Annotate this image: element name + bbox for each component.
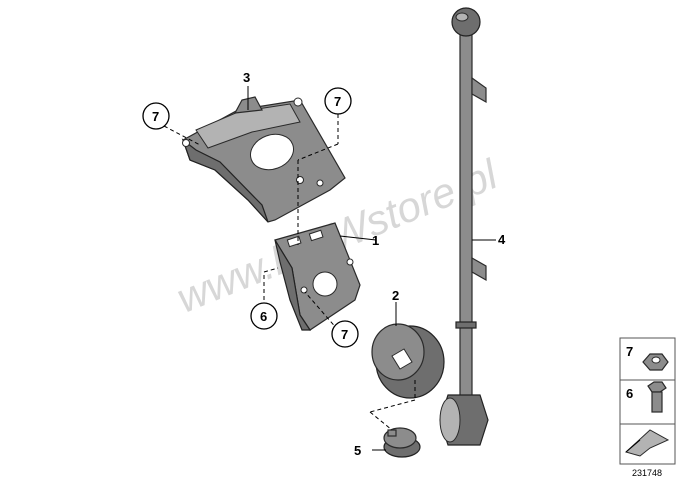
part-4-rod[interactable]	[439, 7, 489, 446]
reference-code: 231748	[632, 468, 662, 478]
svg-text:1: 1	[372, 233, 379, 248]
callout-2: 2	[392, 288, 399, 303]
callout-6-circle: 6	[250, 302, 278, 330]
svg-text:7: 7	[341, 327, 348, 342]
part-3-upper-bracket[interactable]	[181, 96, 346, 223]
svg-text:4: 4	[498, 232, 506, 247]
part-2-grommet[interactable]	[371, 323, 445, 399]
svg-text:7: 7	[334, 94, 341, 109]
part-1-lower-bracket[interactable]	[274, 222, 361, 331]
callout-7-top-right: 7	[324, 87, 352, 115]
legend-panel: 7 6	[619, 337, 676, 465]
leader-lines	[163, 86, 496, 451]
callout-7-top-left: 7	[142, 102, 170, 130]
callout-4: 4	[498, 232, 506, 247]
svg-text:5: 5	[354, 443, 361, 458]
svg-text:6: 6	[260, 309, 267, 324]
svg-text:7: 7	[152, 109, 159, 124]
callout-1: 1	[372, 233, 379, 248]
part-5-plug[interactable]	[383, 427, 421, 458]
svg-text:3: 3	[243, 70, 250, 85]
svg-text:2: 2	[392, 288, 399, 303]
legend-item-6: 6	[626, 386, 633, 401]
callout-3: 3	[243, 70, 250, 85]
bolt-icon	[647, 381, 667, 413]
nut-icon	[642, 353, 669, 371]
legend-item-7: 7	[626, 344, 633, 359]
callout-5: 5	[354, 443, 361, 458]
callout-7-lower: 7	[331, 320, 359, 348]
arrow-icon	[625, 429, 670, 457]
